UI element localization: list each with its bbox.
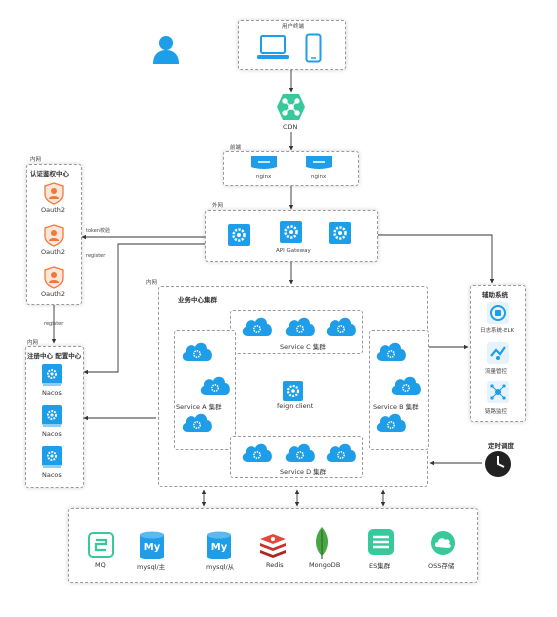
nginx-label: nginx bbox=[256, 174, 272, 180]
storage-label: Redis bbox=[266, 561, 284, 569]
registry-title: 注册中心 配置中心 bbox=[27, 352, 82, 360]
mysql-slave-icon: My bbox=[207, 531, 231, 559]
gateway-gear-icon bbox=[228, 224, 250, 246]
storage-label: OSS存储 bbox=[428, 562, 455, 570]
business-cluster-title: 业务中心集群 bbox=[178, 296, 217, 304]
gateway-gear-icon bbox=[280, 221, 302, 243]
registry-net-label: 内网 bbox=[27, 340, 39, 346]
service-cloud-icon bbox=[200, 376, 230, 395]
service-b-label: Service B 集群 bbox=[373, 403, 419, 411]
service-cloud-icon bbox=[242, 317, 272, 336]
business-net-label: 内网 bbox=[146, 280, 158, 286]
gateway-gear-icon bbox=[329, 222, 351, 244]
nginx-label: nginx bbox=[311, 174, 327, 180]
oauth2-shield-icon bbox=[44, 182, 64, 205]
storage-label: MongoDB bbox=[309, 561, 341, 569]
proxy-net-label: 前端 bbox=[230, 145, 242, 151]
oauth2-shield-icon bbox=[44, 266, 64, 289]
service-cloud-icon bbox=[326, 443, 356, 462]
nginx-icon bbox=[306, 156, 332, 169]
aux-system-title: 辅助系统 bbox=[482, 291, 508, 299]
user-icon bbox=[153, 36, 179, 64]
mq-icon bbox=[88, 532, 114, 558]
service-cloud-icon bbox=[376, 342, 406, 361]
trace-monitor-icon bbox=[487, 381, 509, 403]
storage-group bbox=[68, 508, 478, 583]
service-d-label: Service D 集群 bbox=[280, 468, 327, 476]
service-c-label: Service C 集群 bbox=[280, 343, 326, 351]
feign-client-label: feign client bbox=[277, 402, 314, 410]
oauth2-shield-icon bbox=[44, 224, 64, 247]
service-a-label: Service A 集群 bbox=[176, 403, 222, 411]
auth-net-label: 内网 bbox=[30, 157, 42, 163]
storage-label: ES集群 bbox=[369, 562, 391, 570]
redis-icon bbox=[260, 534, 286, 558]
gateway-net-label: 外网 bbox=[212, 203, 224, 209]
storage-label: mysql/主 bbox=[137, 563, 166, 571]
nacos-icon bbox=[42, 364, 62, 386]
cdn-icon bbox=[277, 94, 305, 120]
storage-label: MQ bbox=[95, 561, 106, 569]
auth-center-title: 认证鉴权中心 bbox=[30, 170, 69, 178]
edge-label-register: register bbox=[86, 253, 106, 259]
traffic-control-icon bbox=[487, 342, 509, 364]
feign-client-gear-icon bbox=[283, 381, 303, 401]
laptop-icon bbox=[257, 35, 289, 59]
service-cloud-icon bbox=[242, 443, 272, 462]
nacos-label: Nacos bbox=[42, 389, 62, 397]
log-elk-icon bbox=[487, 302, 509, 324]
aux-item-label: 链路监控 bbox=[485, 409, 508, 415]
nacos-icon bbox=[42, 405, 62, 427]
cdn-label: CDN bbox=[283, 123, 298, 131]
mysql-master-icon: My bbox=[140, 531, 164, 559]
svg-text:My: My bbox=[211, 542, 228, 553]
es-cluster-icon bbox=[368, 529, 394, 555]
storage-label: mysql/从 bbox=[206, 563, 235, 571]
edge-label-register: register bbox=[44, 321, 64, 327]
clock-icon bbox=[485, 451, 511, 477]
user-terminal-title: 用户终端 bbox=[282, 24, 305, 30]
nacos-label: Nacos bbox=[42, 471, 62, 479]
mobile-phone-icon bbox=[305, 33, 322, 63]
service-cloud-icon bbox=[326, 317, 356, 336]
proxy-group bbox=[223, 151, 359, 186]
aux-item-label: 日志系统-ELK bbox=[480, 328, 515, 334]
oauth2-label: Oauth2 bbox=[41, 290, 66, 298]
oss-storage-icon bbox=[431, 531, 455, 555]
service-cloud-icon bbox=[182, 413, 212, 432]
oauth2-label: Oauth2 bbox=[41, 206, 66, 214]
aux-item-label: 流量管控 bbox=[485, 369, 508, 375]
user-terminal-group bbox=[238, 20, 346, 70]
nacos-label: Nacos bbox=[42, 430, 62, 438]
service-cloud-icon bbox=[285, 443, 315, 462]
gateway-label: API Gateway bbox=[276, 248, 311, 254]
service-cloud-icon bbox=[285, 317, 315, 336]
scheduler-label: 定时调度 bbox=[488, 442, 514, 450]
service-cloud-icon bbox=[391, 376, 421, 395]
svg-text:My: My bbox=[144, 542, 161, 553]
mongodb-icon bbox=[316, 527, 328, 559]
service-cloud-icon bbox=[182, 342, 212, 361]
service-cloud-icon bbox=[376, 413, 406, 432]
oauth2-label: Oauth2 bbox=[41, 248, 66, 256]
nacos-icon bbox=[42, 446, 62, 468]
edge-label-token: token校验 bbox=[86, 227, 110, 234]
nginx-icon bbox=[251, 156, 277, 169]
